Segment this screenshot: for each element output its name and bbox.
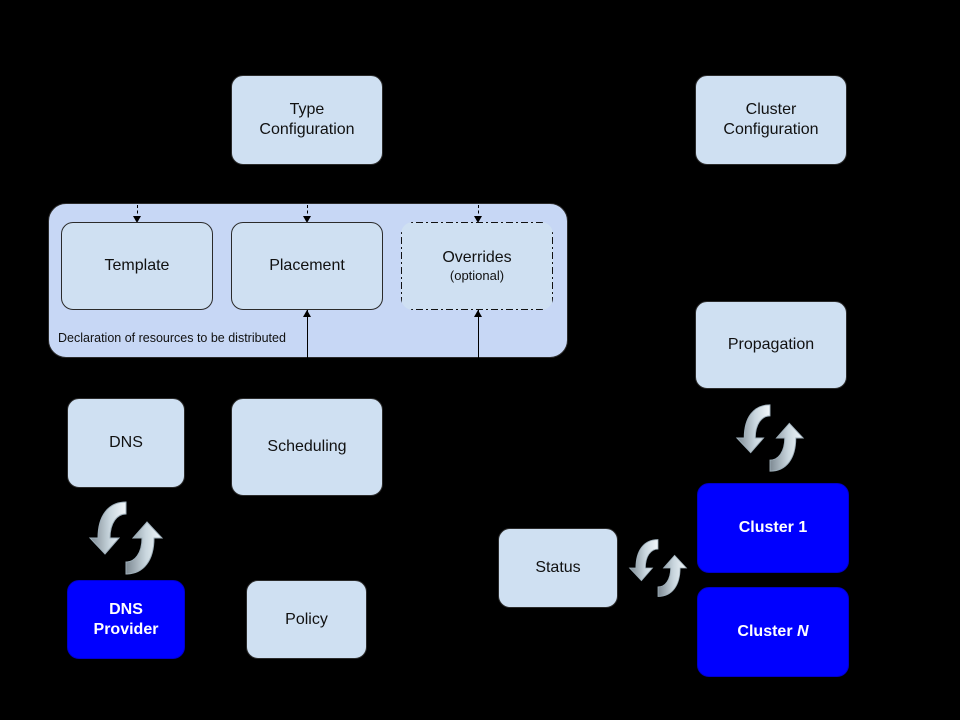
node-cluster-configuration[interactable]: Cluster Configuration [695,75,847,165]
node-status[interactable]: Status [498,528,618,608]
node-dns-provider[interactable]: DNS Provider [67,580,185,659]
node-cluster-1[interactable]: Cluster 1 [697,483,849,573]
propagation-label: Propagation [727,336,815,353]
dns-label: DNS [109,434,143,451]
connector-typeconfig-to-placement [307,205,308,219]
node-cluster-configuration-text: Cluster Configuration [723,100,818,140]
connector-overrides-bottom-stub [478,310,479,358]
placement-label: Placement [269,257,345,274]
arrowhead-into-placement-bottom [302,310,311,317]
node-scheduling[interactable]: Scheduling [231,398,383,496]
node-dns-provider-text: DNS Provider [94,600,159,640]
connector-typeconfig-to-template [137,205,138,219]
template-label: Template [104,257,170,274]
type-configuration-line1: Type [289,101,325,118]
node-placement[interactable]: Placement [231,222,383,310]
arrowhead-into-placement [302,216,311,223]
node-type-configuration[interactable]: Type Configuration [231,75,383,165]
status-label: Status [535,559,581,576]
node-template[interactable]: Template [61,222,213,310]
node-policy[interactable]: Policy [246,580,367,659]
overrides-label: Overrides [442,248,512,266]
sync-arrows-icon-status [628,527,688,609]
arrowhead-into-template [132,216,141,223]
cluster-n-label: Cluster N [737,622,808,642]
cluster-n-suffix: N [797,623,809,640]
cluster-1-suffix: 1 [798,519,808,536]
panel-caption: Declaration of resources to be distribut… [58,331,286,345]
arrowhead-into-overrides-bottom [473,310,482,317]
arrowhead-into-overrides [473,216,482,223]
node-overrides[interactable]: Overrides (optional) [401,222,553,310]
cluster-configuration-line2: Configuration [723,121,819,138]
node-type-configuration-text: Type Configuration [259,100,354,140]
cluster-1-prefix: Cluster [738,519,799,536]
node-dns[interactable]: DNS [67,398,185,488]
sync-arrows-icon-dns [88,496,164,580]
node-overrides-text: Overrides (optional) [442,248,511,284]
connector-typeconfig-to-overrides [478,205,479,219]
connector-placement-bottom-stub [307,310,308,358]
sync-arrows-icon-propagation [735,396,805,480]
cluster-n-prefix: Cluster [737,623,797,640]
dns-provider-line1: DNS [109,600,143,618]
dns-provider-line2: Provider [93,620,159,638]
type-configuration-line2: Configuration [259,121,355,138]
overrides-sublabel: (optional) [449,267,505,283]
node-cluster-n[interactable]: Cluster N [697,587,849,677]
policy-label: Policy [285,610,328,628]
node-propagation[interactable]: Propagation [695,301,847,389]
cluster-configuration-line1: Cluster [745,101,797,118]
cluster-1-label: Cluster 1 [739,518,807,538]
scheduling-label: Scheduling [267,438,347,455]
